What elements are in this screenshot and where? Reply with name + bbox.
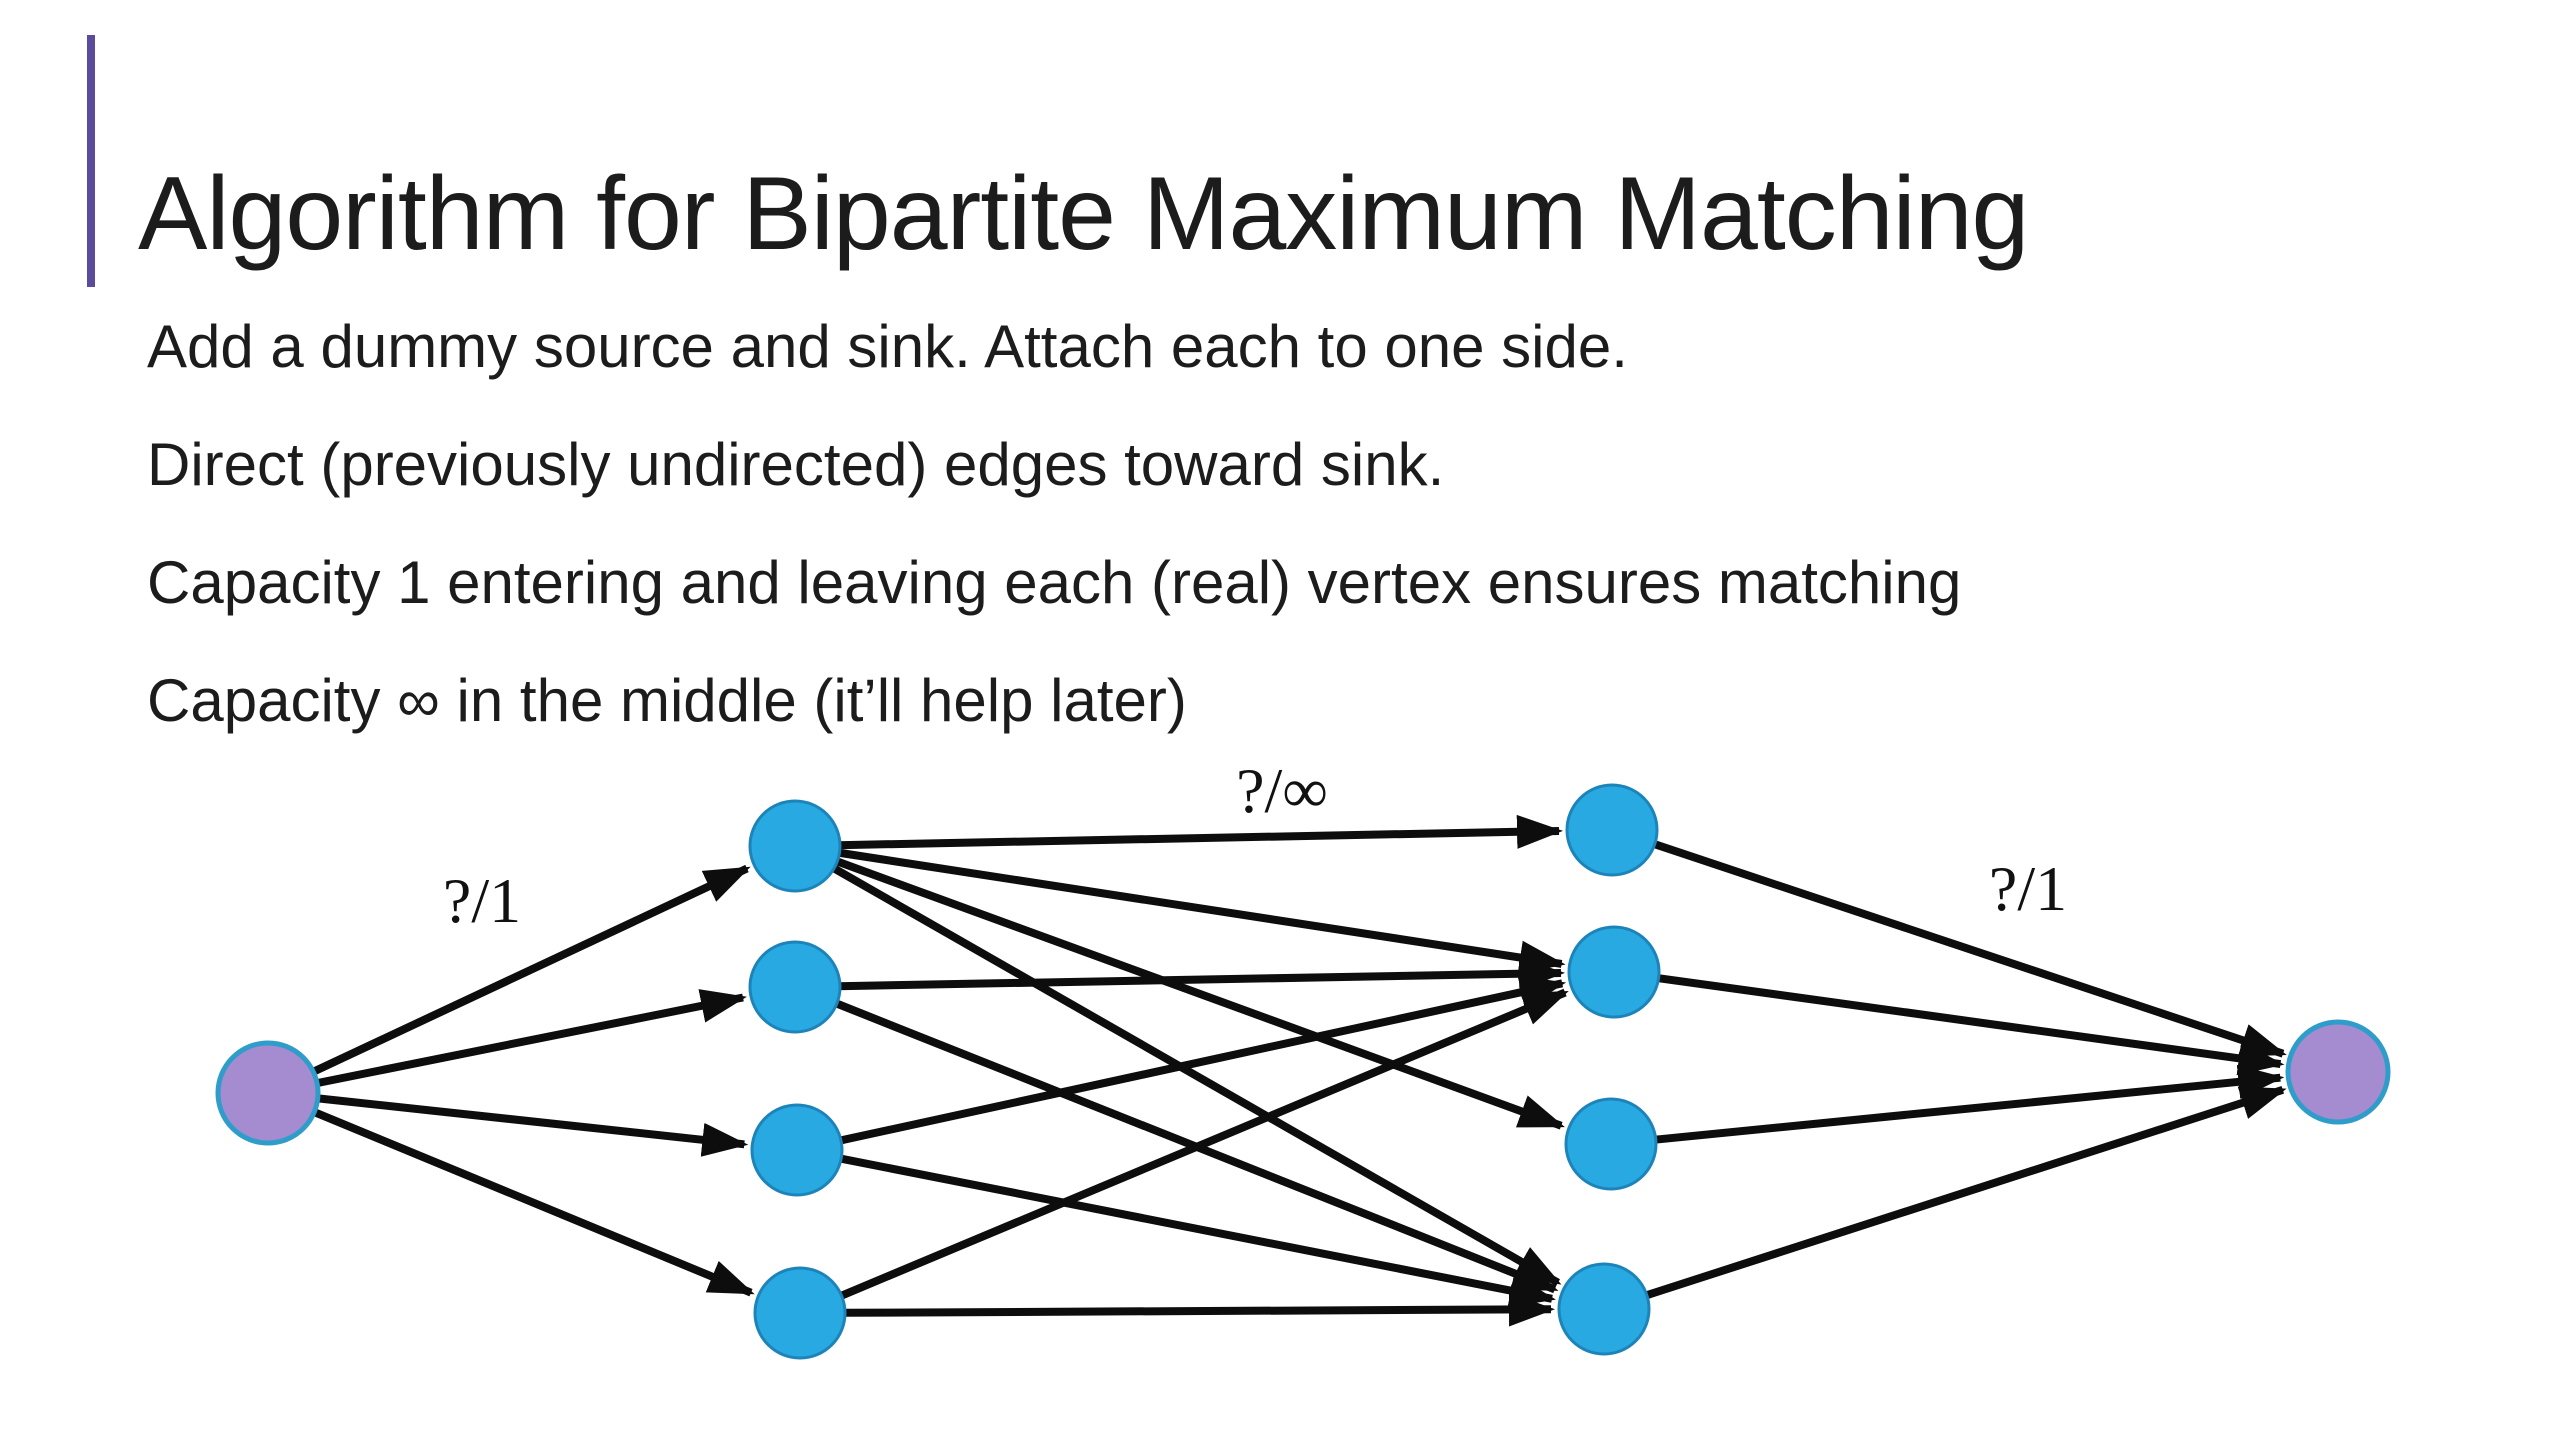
body-line-2: Direct (previously undirected) edges tow…	[147, 431, 1445, 498]
edges-layer	[309, 814, 2287, 1327]
capacity-label-3: ?/1	[1989, 853, 2067, 924]
nodes-layer	[215, 783, 2391, 1360]
slide-title: Algorithm for Bipartite Maximum Matching	[138, 155, 2029, 272]
edge-labels-layer: ?/1 ?/∞ ?/1	[443, 755, 2067, 936]
edge-l4-r4	[842, 1292, 1555, 1327]
edge-source-l2	[314, 989, 747, 1088]
capacity-label-2: ?/∞	[1236, 755, 1328, 826]
node-l3	[750, 1103, 844, 1197]
body-line-4: Capacity ∞ in the middle (it’ll help lat…	[147, 667, 1187, 734]
node-l2	[748, 940, 842, 1034]
edge-l1-r2	[836, 848, 1566, 975]
edge-source-l4	[310, 1107, 755, 1297]
node-r1	[1565, 783, 1659, 877]
edge-r2-sink	[1656, 973, 2285, 1076]
node-l4	[753, 1266, 847, 1360]
node-r3	[1564, 1097, 1658, 1191]
edge-l1-r1	[837, 814, 1563, 850]
edge-r4-sink	[1643, 1085, 2287, 1300]
edge-r1-sink	[1651, 839, 2287, 1058]
edge-r3-sink	[1653, 1064, 2285, 1144]
body-line-3: Capacity 1 entering and leaving each (re…	[147, 549, 1962, 616]
capacity-label-1: ?/1	[443, 865, 521, 936]
edge-l1-r4	[830, 863, 1562, 1287]
edge-l2-r2	[837, 956, 1565, 991]
node-l1	[748, 799, 842, 893]
title-accent-bar	[87, 35, 95, 287]
node-r4	[1557, 1262, 1651, 1356]
node-sink	[2285, 1019, 2391, 1125]
node-source	[215, 1040, 321, 1146]
edge-l3-r2	[838, 975, 1567, 1145]
edge-source-l3	[315, 1094, 749, 1157]
edge-l1-r3	[834, 857, 1565, 1130]
node-r2	[1567, 925, 1661, 1019]
edge-l3-r4	[838, 1154, 1556, 1308]
edge-source-l1	[309, 864, 751, 1077]
body-line-1: Add a dummy source and sink. Attach each…	[147, 313, 1628, 380]
slide-body: Add a dummy source and sink. Attach each…	[147, 288, 1961, 760]
edge-l4-r2	[838, 988, 1569, 1301]
